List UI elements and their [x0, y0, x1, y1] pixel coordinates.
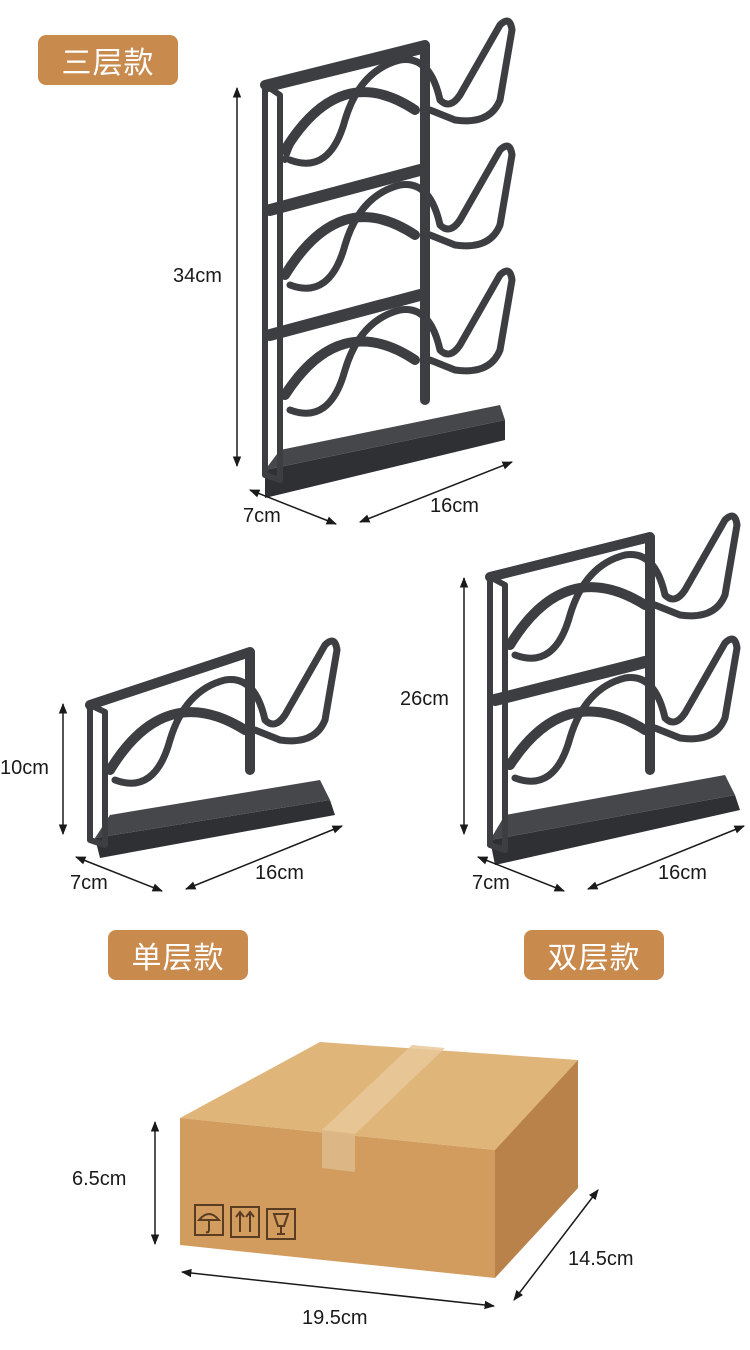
- handling-symbols-icon: [194, 1204, 296, 1240]
- double-tier-width-label: 16cm: [658, 862, 707, 884]
- three-tier-depth-label: 7cm: [243, 505, 281, 527]
- single-tier-width-label: 16cm: [255, 862, 304, 884]
- three-tier-width-label: 16cm: [430, 495, 479, 517]
- width-arrow: [359, 461, 513, 523]
- box-length-label: 19.5cm: [302, 1307, 368, 1329]
- width-arrow: [185, 825, 343, 890]
- length-arrow: [180, 1268, 496, 1310]
- three-tier-rack: [260, 17, 516, 498]
- box-depth-label: 14.5cm: [568, 1248, 634, 1270]
- double-tier-rack: [485, 512, 741, 865]
- depth-arrow: [477, 856, 565, 892]
- three-tier-badge: 三层款: [38, 35, 178, 85]
- double-tier-height-label: 26cm: [400, 688, 449, 710]
- depth-arrow: [75, 856, 163, 892]
- double-tier-depth-label: 7cm: [472, 872, 510, 894]
- width-arrow: [587, 825, 745, 890]
- three-tier-height-label: 34cm: [173, 265, 222, 287]
- single-tier-rack: [85, 637, 341, 858]
- double-tier-badge: 双层款: [524, 930, 664, 980]
- single-tier-badge: 单层款: [108, 930, 248, 980]
- depth-arrow: [249, 489, 337, 525]
- depth-arrow: [513, 1189, 599, 1301]
- single-tier-height-label: 10cm: [0, 757, 49, 779]
- package-box: [180, 1042, 578, 1278]
- single-tier-depth-label: 7cm: [70, 872, 108, 894]
- box-height-label: 6.5cm: [72, 1168, 127, 1190]
